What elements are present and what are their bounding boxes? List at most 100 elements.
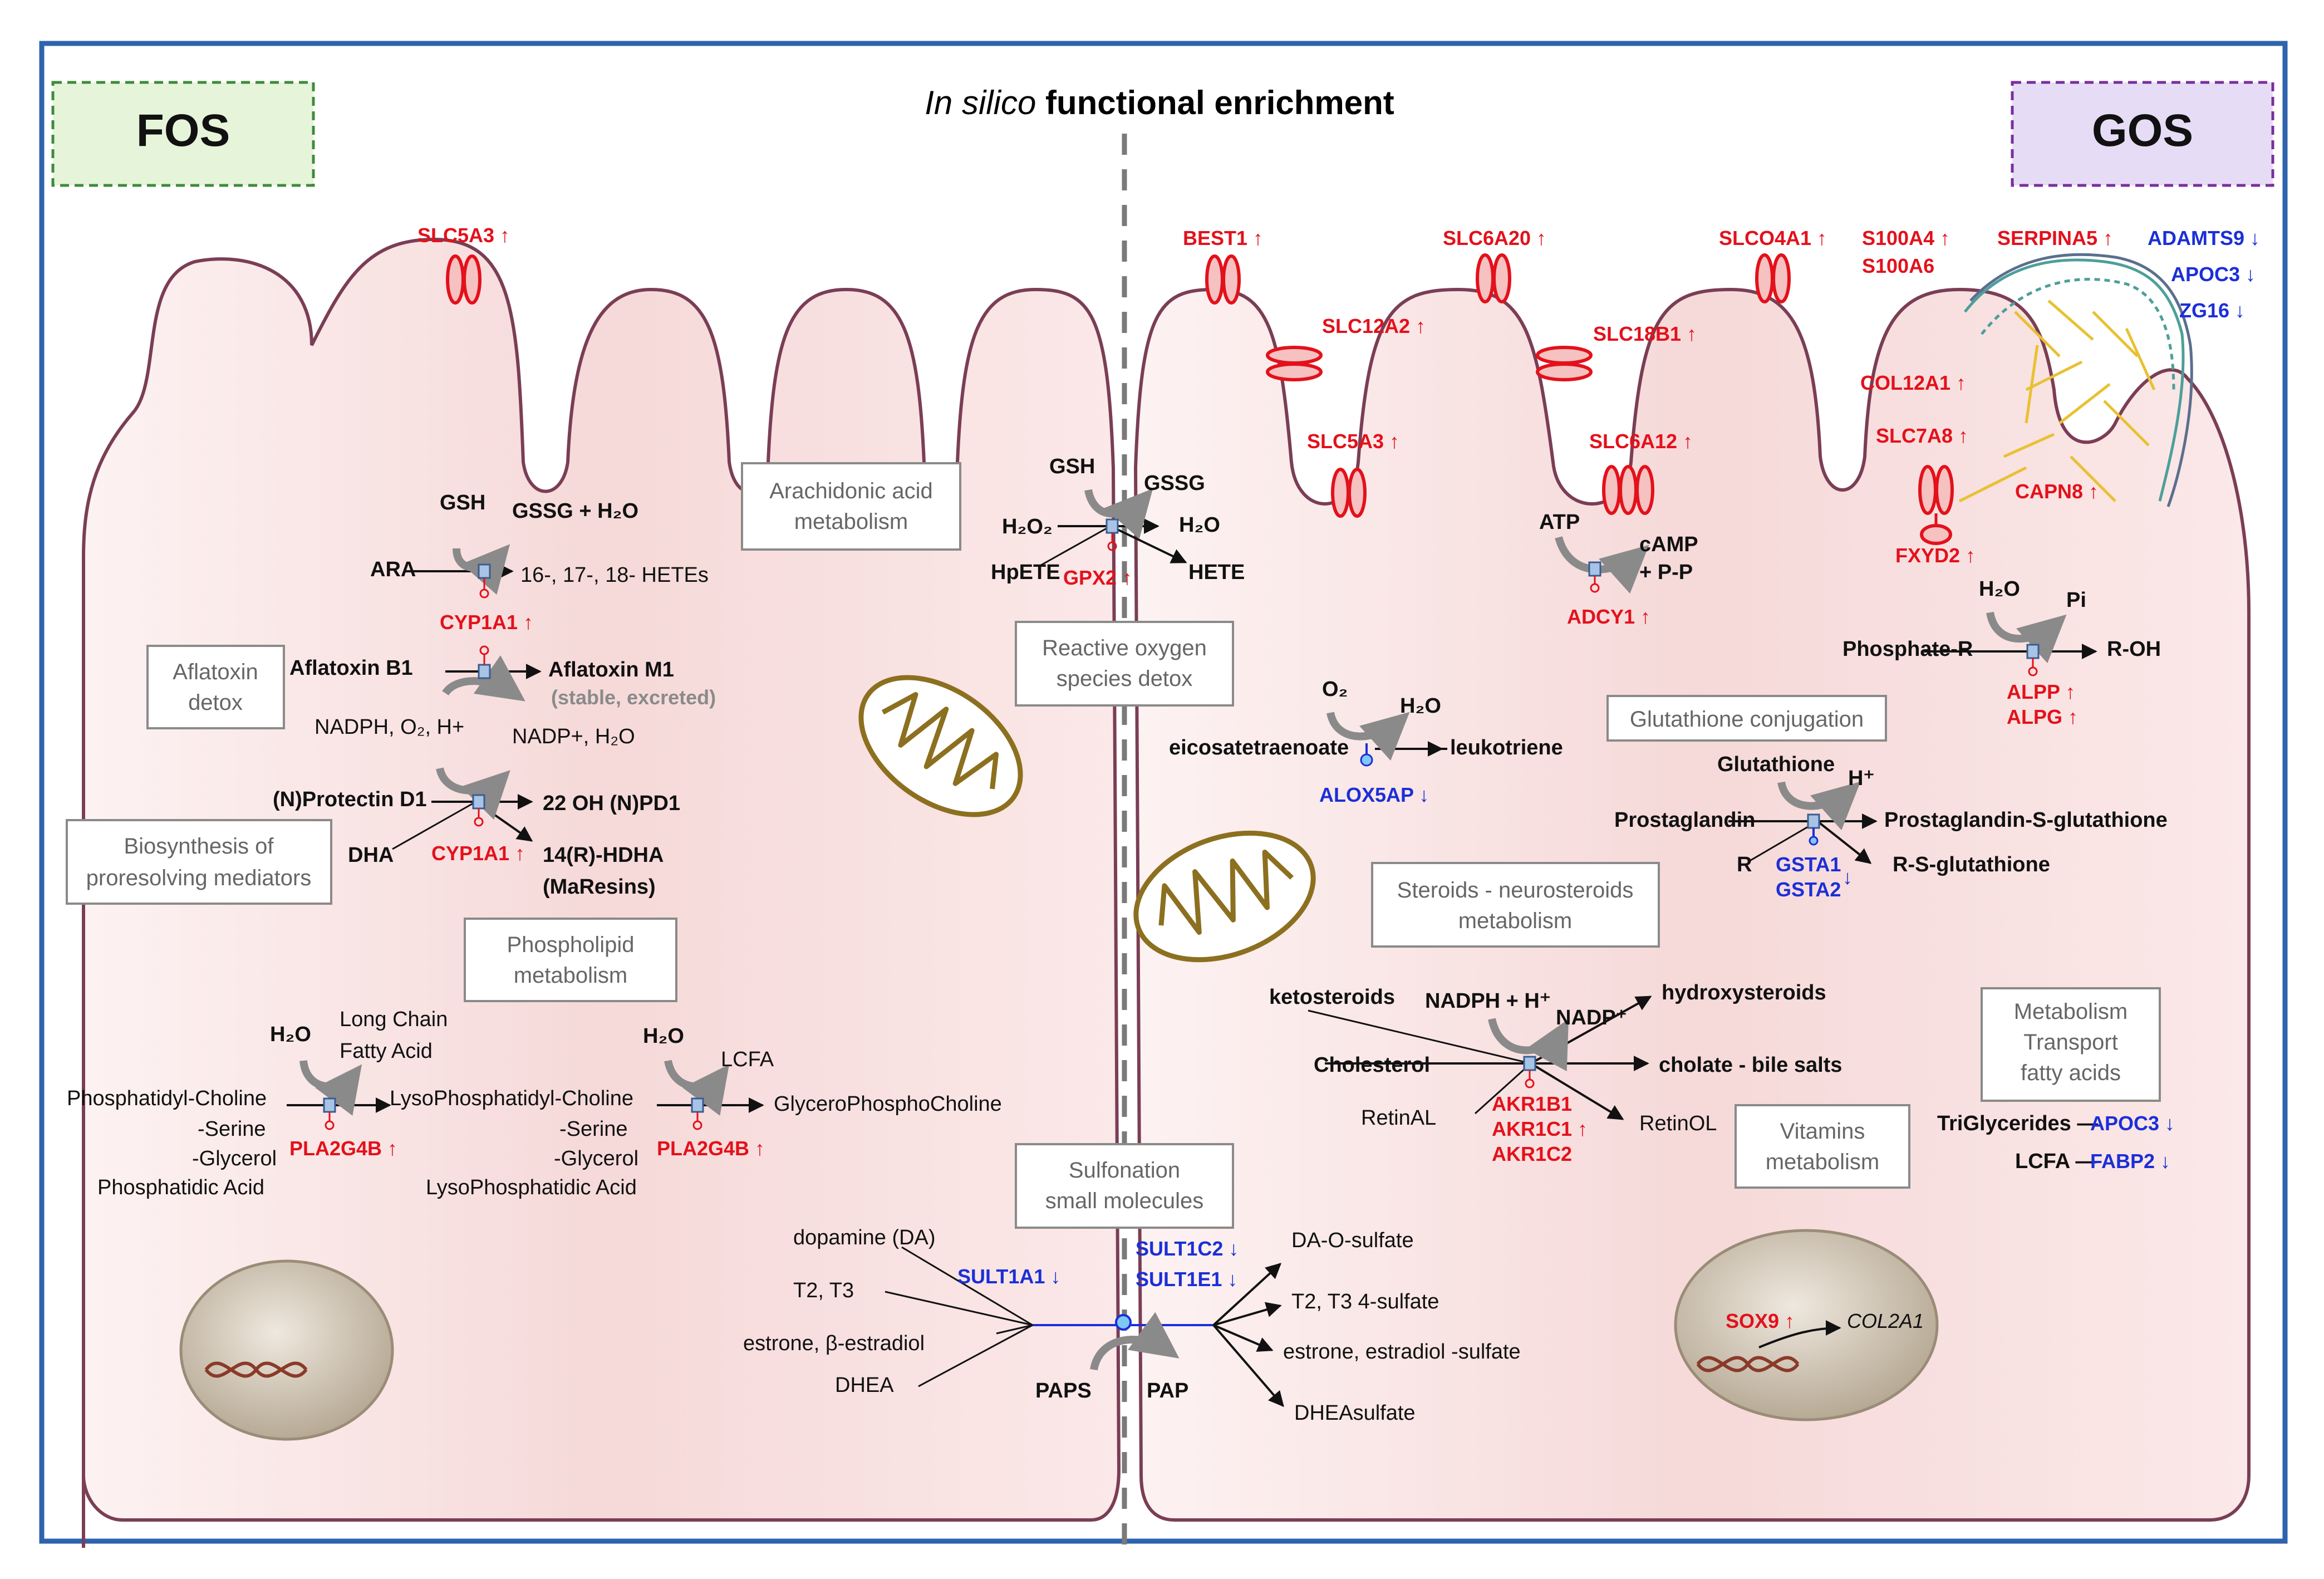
svg-text:Metabolism: Metabolism	[2014, 999, 2128, 1024]
gene-slc18b1: SLC18B1 ↑	[1593, 322, 1697, 345]
svg-text:NADP⁺: NADP⁺	[1556, 1006, 1627, 1029]
svg-text:PAPS: PAPS	[1035, 1379, 1092, 1403]
svg-text:Reactive oxygen: Reactive oxygen	[1042, 636, 1207, 660]
gene-s100a4: S100A4 ↑	[1862, 227, 1950, 249]
fatty-acid-transport: TriGlycerides — APOC3 ↓ LCFA — FABP2 ↓	[1937, 1112, 2175, 1173]
svg-text:-Glycerol: -Glycerol	[554, 1147, 638, 1170]
svg-text:GSH: GSH	[440, 491, 485, 514]
svg-text:ATP: ATP	[1539, 511, 1580, 534]
svg-text:proresolving mediators: proresolving mediators	[86, 866, 312, 890]
gene-pla2g4b-a: PLA2G4B ↑	[289, 1137, 397, 1160]
svg-text:R-S-glutathione: R-S-glutathione	[1893, 853, 2050, 876]
svg-text:HpETE: HpETE	[991, 561, 1060, 584]
svg-text:species detox: species detox	[1057, 666, 1193, 691]
svg-text:metabolism: metabolism	[1766, 1150, 1880, 1174]
gene-alox5ap: ALOX5AP ↓	[1319, 783, 1429, 806]
nucleus-fos	[179, 1259, 394, 1441]
svg-text:R-OH: R-OH	[2107, 638, 2161, 661]
gene-col12a1: COL12A1 ↑	[1860, 371, 1966, 394]
reaction-adcy1: ATP cAMP + P-P ADCY1 ↑	[1539, 511, 1698, 628]
svg-text:RetinAL: RetinAL	[1361, 1106, 1436, 1130]
gene-apoc3-top: APOC3 ↓	[2171, 263, 2256, 286]
svg-text:Fatty Acid: Fatty Acid	[340, 1039, 433, 1063]
svg-text:+ P-P: + P-P	[1639, 561, 1693, 584]
nucleus-gos: SOX9 ↑ COL2A1	[1674, 1229, 1939, 1421]
gos-cell-membrane	[1133, 287, 2251, 1522]
reaction-akr: ketosteroids NADPH + H⁺ NADP⁺ hydroxyste…	[1269, 981, 1842, 1165]
reaction-alpp: H₂O Pi Phosphate-R R-OH ALPP ↑ ALPG ↑	[1843, 577, 2161, 728]
svg-text:Prostaglandin: Prostaglandin	[1614, 808, 1755, 832]
svg-text:(MaResins): (MaResins)	[543, 875, 656, 899]
svg-text:metabolism: metabolism	[1458, 909, 1573, 933]
svg-text:GlyceroPhosphoCholine: GlyceroPhosphoCholine	[774, 1092, 1002, 1116]
category-box-fatty-acids: Metabolism Transport fatty acids	[1981, 987, 2161, 1102]
svg-text:TriGlycerides —: TriGlycerides —	[1937, 1112, 2098, 1135]
svg-text:NADPH, O₂, H+: NADPH, O₂, H+	[315, 715, 464, 739]
gene-adamts9: ADAMTS9 ↓	[2148, 227, 2260, 249]
reaction-alox5ap: O₂ H₂O eicosatetraenoate leukotriene ALO…	[1169, 678, 1563, 806]
svg-text:detox: detox	[188, 690, 243, 715]
svg-text:Long Chain: Long Chain	[340, 1008, 448, 1031]
svg-text:HETE: HETE	[1188, 561, 1245, 584]
transporter-icon	[446, 253, 1954, 545]
reaction-ara-hetes: GSH GSSG + H₂O ARA 16-, 17-, 18- HETEs C…	[370, 491, 709, 634]
gene-slc7a8: SLC7A8 ↑	[1876, 424, 1968, 447]
svg-text:Phospholipid: Phospholipid	[507, 933, 634, 957]
svg-text:leukotriene: leukotriene	[1450, 736, 1563, 759]
fos-label: FOS	[136, 105, 230, 156]
gos-box	[2011, 81, 2274, 187]
svg-text:LysoPhosphatidic Acid: LysoPhosphatidic Acid	[426, 1176, 637, 1199]
gene-alpp: ALPP ↑	[2007, 680, 2075, 703]
dna-icon	[204, 1361, 308, 1378]
svg-text:14(R)-HDHA: 14(R)-HDHA	[543, 844, 664, 867]
svg-text:Cholesterol: Cholesterol	[1314, 1053, 1430, 1077]
svg-text:-Glycerol: -Glycerol	[192, 1147, 277, 1170]
gene-cyp1a1-b: CYP1A1 ↑	[431, 842, 525, 865]
svg-text:Pi: Pi	[2066, 589, 2086, 612]
gene-gst-arrow: ↓	[1843, 866, 1853, 889]
svg-text:H₂O: H₂O	[1979, 577, 2020, 601]
gene-fxyd2: FXYD2 ↑	[1895, 544, 1976, 567]
svg-text:DHEA: DHEA	[835, 1374, 894, 1397]
category-box-proresolving: Biosynthesis of proresolving mediators	[66, 819, 332, 905]
svg-text:Biosynthesis of: Biosynthesis of	[124, 834, 274, 859]
gene-serpina5: SERPINA5 ↑	[1997, 227, 2113, 249]
svg-text:Sulfonation: Sulfonation	[1069, 1158, 1180, 1183]
svg-text:Vitamins: Vitamins	[1780, 1119, 1865, 1144]
svg-text:GSSG + H₂O: GSSG + H₂O	[512, 499, 638, 523]
svg-text:NADPH + H⁺: NADPH + H⁺	[1425, 989, 1551, 1013]
svg-text:16-, 17-, 18- HETEs: 16-, 17-, 18- HETEs	[520, 563, 709, 587]
svg-text:(stable, excreted): (stable, excreted)	[551, 686, 716, 709]
gene-col2a1: COL2A1	[1847, 1310, 1924, 1332]
reaction-sulfonation: dopamine (DA) T2, T3 estrone, β-estradio…	[743, 1226, 1521, 1425]
svg-text:Transport: Transport	[2023, 1030, 2118, 1055]
gene-apoc3-bottom: APOC3 ↓	[2090, 1112, 2175, 1135]
svg-text:cholate - bile salts: cholate - bile salts	[1659, 1053, 1842, 1077]
svg-text:small molecules: small molecules	[1045, 1189, 1204, 1213]
gene-akr1b1: AKR1B1	[1492, 1092, 1572, 1115]
gene-akr1c1: AKR1C1 ↑	[1492, 1117, 1588, 1140]
gene-best1: BEST1 ↑	[1183, 227, 1263, 249]
svg-text:GSH: GSH	[1049, 455, 1095, 478]
svg-text:Glutathione: Glutathione	[1717, 753, 1835, 776]
gene-slco4a1: SLCO4A1 ↑	[1719, 227, 1827, 249]
category-box-glutathione: Glutathione conjugation	[1606, 695, 1887, 742]
gene-sult1a1: SULT1A1 ↓	[957, 1265, 1060, 1288]
svg-text:22 OH (N)PD1: 22 OH (N)PD1	[543, 792, 680, 815]
svg-text:Phosphatidyl-Choline: Phosphatidyl-Choline	[67, 1087, 267, 1110]
svg-text:H₂O: H₂O	[1179, 513, 1220, 537]
svg-text:H₂O: H₂O	[1400, 694, 1441, 718]
fos-box	[51, 81, 315, 187]
svg-text:-Serine: -Serine	[559, 1117, 628, 1141]
gene-fabp2: FABP2 ↓	[2090, 1150, 2170, 1173]
gene-gpx2: GPX2 ↑	[1063, 566, 1132, 589]
svg-text:-Serine: -Serine	[198, 1117, 266, 1141]
svg-text:Aflatoxin M1: Aflatoxin M1	[548, 658, 674, 681]
category-box-sulfonation: Sulfonation small molecules	[1015, 1143, 1234, 1229]
category-box-aflatoxin: Aflatoxin detox	[146, 645, 285, 729]
reaction-phospholipid-a: H₂O Long Chain Fatty Acid Phosphatidyl-C…	[67, 1008, 633, 1199]
gene-capn8: CAPN8 ↑	[2015, 480, 2099, 503]
reaction-protectin: (N)Protectin D1 22 OH (N)PD1 DHA 14(R)-H…	[273, 767, 680, 899]
gene-sult1c2: SULT1C2 ↓	[1136, 1237, 1239, 1260]
